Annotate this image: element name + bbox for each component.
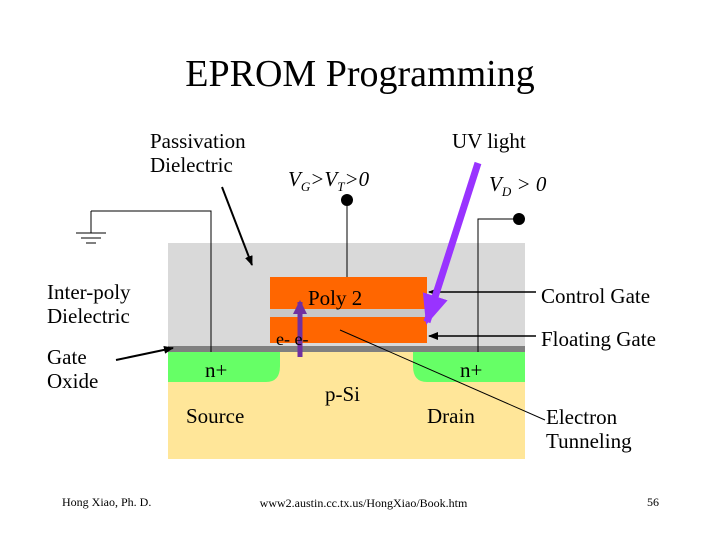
drain-wire [477, 218, 513, 352]
passivation-arrow [221, 186, 253, 266]
inter-poly-dielectric-label: Inter-poly Dielectric [47, 280, 131, 328]
source-label: Source [186, 404, 245, 428]
gate-oxide [168, 346, 525, 352]
n-plus-drain-label: n+ [460, 358, 483, 382]
electrons-label: e- e- [276, 329, 309, 349]
floating-gate [270, 317, 427, 343]
control-gate-label: Control Gate [541, 284, 651, 308]
n-plus-source-label: n+ [205, 358, 228, 382]
poly2-label: Poly 2 [308, 286, 363, 310]
floating-gate-label: Floating Gate [541, 327, 656, 351]
uv-light-arrow [422, 161, 482, 325]
slide-title: EPROM Programming [185, 53, 535, 95]
url-footer: www2.austin.cc.tx.us/HongXiao/Book.htm [259, 496, 468, 510]
electron-tunneling-line [339, 329, 546, 421]
uv-light-label: UV light [452, 129, 526, 153]
gate-oxide-label: Gate Oxide [47, 345, 99, 393]
drain-label: Drain [427, 404, 475, 428]
gate-terminal-dot [341, 194, 353, 206]
p-si-label: p-Si [325, 382, 361, 406]
vd-label: VD > 0 [489, 172, 547, 200]
ground-icon [76, 211, 106, 244]
author-footer: Hong Xiao, Ph. D. [62, 495, 152, 509]
source-wire [91, 210, 212, 352]
gate-oxide-arrow [115, 345, 174, 361]
page-number: 56 [647, 495, 659, 509]
passivation-dielectric-label: Passivation Dielectric [150, 129, 246, 177]
n-plus-source-region [168, 352, 280, 382]
electron-tunneling-label: Electron Tunneling [546, 405, 632, 453]
inter-poly-dielectric [270, 309, 427, 317]
vg-label: VG>VT>0 [288, 167, 370, 195]
drain-terminal-dot [513, 213, 525, 225]
